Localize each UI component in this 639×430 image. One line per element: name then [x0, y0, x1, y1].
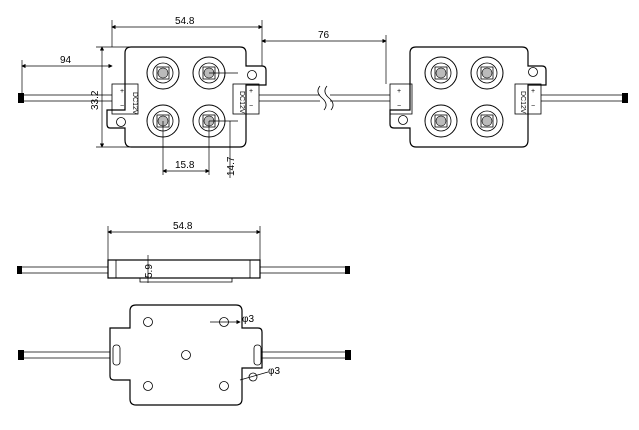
connecting-wire — [259, 85, 390, 111]
side-view: 54.8 5.9 — [17, 221, 350, 283]
voltage-label-right: DC12V — [238, 91, 245, 114]
module-1-top: + − DC12V + − DC12V — [18, 46, 267, 148]
module-2-top: + − + − DC12V — [389, 46, 628, 148]
side-width-dim-label: 54.8 — [173, 221, 193, 232]
minus-label-2r: − — [531, 103, 535, 110]
spacing-dim-label: 76 — [318, 30, 330, 41]
led-pitch-y-label: 14.7 — [226, 156, 237, 176]
minus-label-right: − — [249, 103, 253, 110]
hole-dim-label-2: φ3 — [268, 366, 280, 377]
left-connector — [111, 83, 139, 115]
minus-label: − — [120, 103, 124, 110]
plus-label-right: + — [249, 88, 253, 95]
voltage-label: DC12V — [131, 92, 138, 115]
right-connector — [232, 83, 260, 115]
top-dimensions: 54.8 76 94 33.2 15.8 14.7 — [21, 16, 387, 178]
plus-label-2r: + — [531, 88, 535, 95]
minus-label-2: − — [397, 103, 401, 110]
hole-dim-label-1: φ3 — [242, 314, 254, 325]
wire-dim-label: 94 — [60, 55, 72, 66]
width-dim-label: 54.8 — [175, 16, 195, 27]
voltage-label-2: DC12V — [519, 91, 526, 114]
plus-label-2: + — [397, 88, 401, 95]
thickness-dim-label: 5.9 — [144, 264, 155, 278]
led-array-2 — [424, 56, 504, 138]
height-dim-label: 33.2 — [90, 90, 101, 110]
plus-label: + — [120, 88, 124, 95]
led-pitch-x-label: 15.8 — [175, 160, 195, 171]
back-view: φ3 φ3 — [18, 304, 351, 406]
